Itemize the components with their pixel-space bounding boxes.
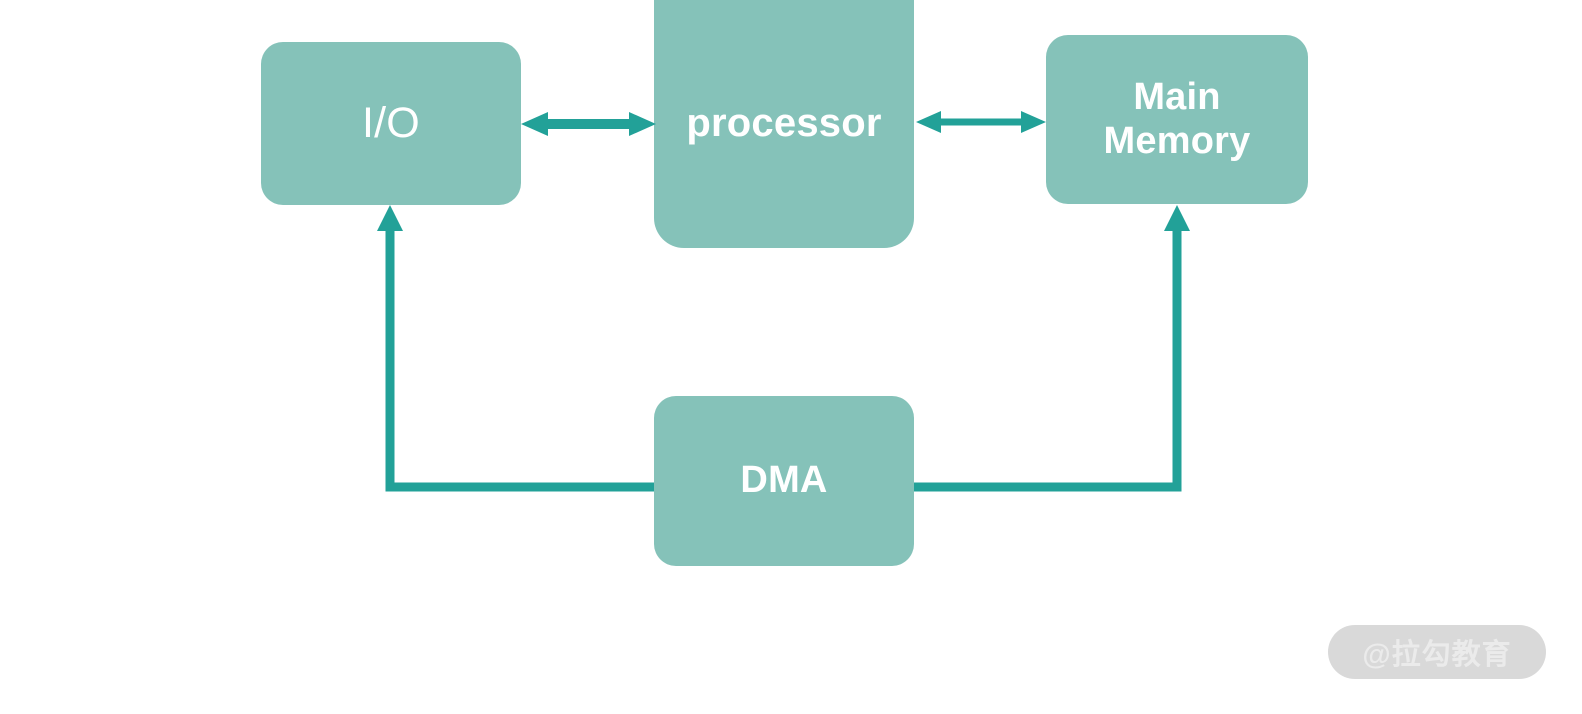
- dma-io-arrowhead-icon: [377, 205, 403, 231]
- processor-memory-arrowhead-right-icon: [1021, 111, 1046, 133]
- node-processor[interactable]: [654, 0, 914, 248]
- connector-processor-memory: [916, 111, 1046, 133]
- watermark-text: @拉勾教育: [1362, 639, 1512, 671]
- io-processor-arrowhead-right-icon: [629, 112, 656, 136]
- node-io[interactable]: [261, 42, 521, 205]
- node-memory[interactable]: [1046, 35, 1308, 204]
- processor-memory-arrowhead-left-icon: [916, 111, 941, 133]
- dma-memory-arrowhead-icon: [1164, 205, 1190, 231]
- watermark: @拉勾教育: [1328, 625, 1546, 679]
- node-dma[interactable]: [654, 396, 914, 566]
- connector-io-processor: [521, 112, 656, 136]
- io-processor-arrowhead-left-icon: [521, 112, 548, 136]
